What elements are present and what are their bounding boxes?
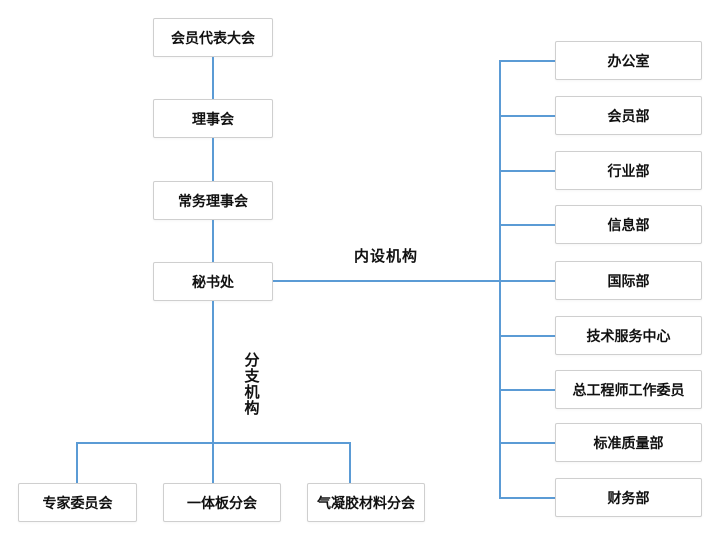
connector-line (76, 442, 78, 483)
dept-node-international: 国际部 (555, 261, 702, 300)
internal-institutions-label: 内设机构 (354, 248, 419, 265)
dept-node-tech-service-center: 技术服务中心 (555, 316, 702, 355)
connector-line (500, 224, 555, 226)
dept-node-standards-quality: 标准质量部 (555, 423, 702, 462)
org-node-council: 理事会 (153, 99, 273, 138)
branch-node-integrated-panel: 一体板分会 (163, 483, 281, 522)
branch-node-aerogel-materials: 气凝胶材料分会 (307, 483, 425, 522)
branch-node-expert-committee: 专家委员会 (18, 483, 137, 522)
dept-node-information: 信息部 (555, 205, 702, 244)
branch-institutions-label: 分支机构 (244, 352, 260, 417)
dept-node-finance: 财务部 (555, 478, 702, 517)
dept-node-membership: 会员部 (555, 96, 702, 135)
org-node-secretariat: 秘书处 (153, 262, 273, 301)
connector-line (500, 335, 555, 337)
connector-line (499, 60, 501, 499)
connector-line (212, 220, 214, 262)
connector-line (212, 301, 214, 483)
connector-line (349, 442, 351, 483)
connector-line (76, 442, 351, 444)
dept-node-industry: 行业部 (555, 151, 702, 190)
org-node-member-congress: 会员代表大会 (153, 18, 273, 57)
connector-line (500, 442, 555, 444)
connector-line (212, 57, 214, 99)
connector-line (500, 115, 555, 117)
org-node-standing-council: 常务理事会 (153, 181, 273, 220)
connector-line (500, 389, 555, 391)
connector-line (273, 280, 555, 282)
connector-line (500, 497, 555, 499)
connector-line (212, 138, 214, 181)
dept-node-chief-engineer-committee: 总工程师工作委员 (555, 370, 702, 409)
connector-line (500, 60, 555, 62)
connector-line (500, 170, 555, 172)
dept-node-office: 办公室 (555, 41, 702, 80)
